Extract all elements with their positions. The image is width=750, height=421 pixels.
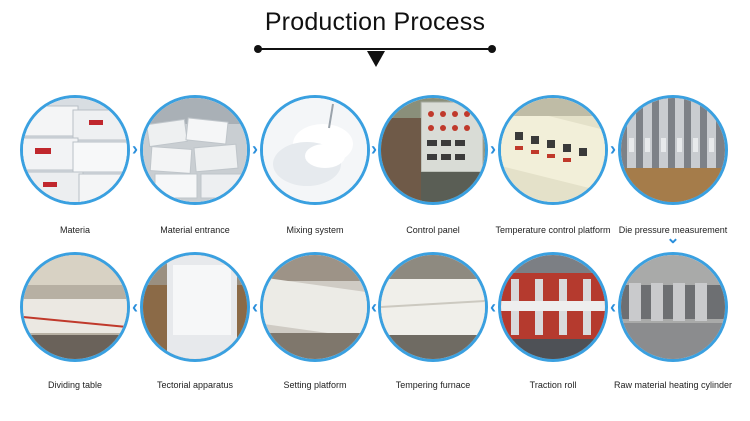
step-image-dividing-table xyxy=(20,252,130,362)
step-image-raw-material-heating-cylinder xyxy=(618,252,728,362)
step-label-setting-platform: Setting platform xyxy=(283,380,347,390)
divider-dot-left xyxy=(254,45,262,53)
step-label-traction-roll: Traction roll xyxy=(529,380,577,390)
chevron-right-icon: › xyxy=(371,139,377,159)
step-image-control-panel xyxy=(378,95,488,205)
step-image-die-pressure-measurement xyxy=(618,95,728,205)
step-label-dividing-table: Dividing table xyxy=(47,380,103,390)
chevron-left-icon: ‹ xyxy=(252,297,258,317)
step-image-tectorial-apparatus xyxy=(140,252,250,362)
step-image-mixing-system xyxy=(260,95,370,205)
step-image-traction-roll xyxy=(498,252,608,362)
title-pointer-icon xyxy=(367,51,385,67)
step-label-tempering-furnace: Tempering furnace xyxy=(395,380,471,390)
step-label-raw-material-heating-cylinder: Raw material heating cylinder xyxy=(613,380,733,390)
page-title: Production Process xyxy=(264,8,486,36)
step-label-mixing-system: Mixing system xyxy=(286,225,344,235)
step-image-setting-platform xyxy=(260,252,370,362)
step-label-control-panel: Control panel xyxy=(406,225,460,235)
chevron-left-icon: ‹ xyxy=(490,297,496,317)
chevron-right-icon: › xyxy=(490,139,496,159)
divider-dot-right xyxy=(488,45,496,53)
chevron-right-icon: › xyxy=(610,139,616,159)
step-label-tectorial-apparatus: Tectorial apparatus xyxy=(156,380,234,390)
title-divider xyxy=(258,48,493,50)
chevron-down-icon: ⌄ xyxy=(666,230,680,247)
step-label-material-entrance: Material entrance xyxy=(160,225,230,235)
chevron-right-icon: › xyxy=(132,139,138,159)
step-label-temperature-control-platform: Temperature control platform xyxy=(495,225,611,235)
step-image-temperature-control-platform xyxy=(498,95,608,205)
chevron-right-icon: › xyxy=(252,139,258,159)
step-label-materia: Materia xyxy=(59,225,90,235)
step-image-materia xyxy=(20,95,130,205)
chevron-left-icon: ‹ xyxy=(371,297,377,317)
step-label-die-pressure-measurement: Die pressure measurement xyxy=(618,225,728,235)
step-image-tempering-furnace xyxy=(378,252,488,362)
chevron-left-icon: ‹ xyxy=(132,297,138,317)
step-image-material-entrance xyxy=(140,95,250,205)
chevron-left-icon: ‹ xyxy=(610,297,616,317)
